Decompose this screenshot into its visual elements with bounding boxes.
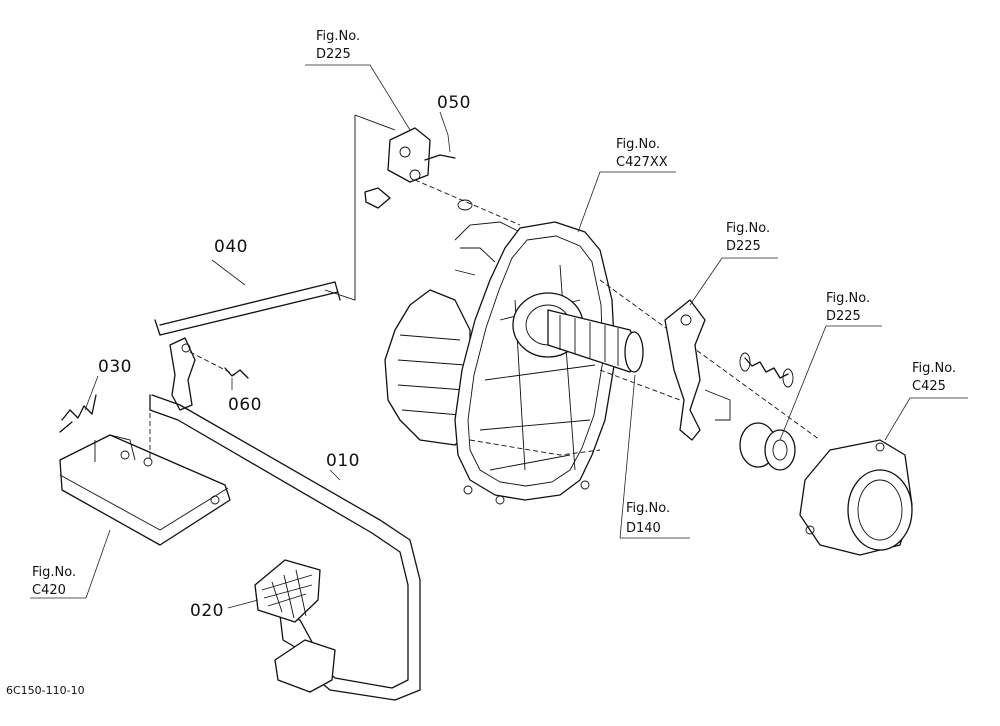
release-fork-drawing (664, 299, 731, 441)
callout-line1: Fig.No. (826, 291, 870, 306)
callout-fig-d225-top: Fig.No. D225 (316, 29, 360, 62)
callout-line2: D225 (726, 239, 761, 254)
part-number-050: 050 (437, 93, 471, 113)
callout-fig-c420: Fig.No. C420 (32, 565, 76, 598)
callout-line1: Fig.No. (912, 361, 956, 376)
callout-line1: Fig.No. (316, 29, 360, 44)
callout-fig-d225-mid: Fig.No. D225 (726, 221, 770, 254)
pedal-rod-drawing (149, 337, 421, 701)
callout-fig-d140: Fig.No. D140 (626, 501, 670, 536)
release-bearing-drawing (739, 422, 796, 471)
callout-line2: C420 (32, 583, 66, 598)
part-number-040: 040 (214, 237, 248, 257)
callout-line2: C425 (912, 379, 946, 394)
bracket-c420-drawing (59, 405, 231, 546)
callout-fig-d225-right: Fig.No. D225 (826, 291, 870, 324)
callout-line2: D140 (626, 521, 661, 536)
spring-030-drawing (59, 394, 97, 433)
callout-line1: Fig.No. (726, 221, 770, 236)
callout-line2: C427XX (616, 155, 668, 170)
callout-line1: Fig.No. (616, 137, 660, 152)
leader-lines (30, 64, 968, 609)
callout-line2: D225 (826, 309, 861, 324)
part-number-010: 010 (326, 451, 360, 471)
callout-line1: Fig.No. (32, 565, 76, 580)
clutch-housing-drawing (384, 221, 821, 505)
callout-fig-c425: Fig.No. C425 (912, 361, 956, 394)
bearing-housing-drawing (799, 439, 913, 556)
top-linkage-drawing (324, 114, 521, 301)
part-number-060: 060 (228, 395, 262, 415)
callout-line1: Fig.No. (626, 501, 670, 516)
spring-drawing (739, 352, 794, 388)
drawing-code: 6C150-110-10 (6, 684, 85, 697)
part-number-020: 020 (190, 601, 224, 621)
part-number-030: 030 (98, 357, 132, 377)
callout-line2: D225 (316, 47, 351, 62)
callout-fig-c427xx: Fig.No. C427XX (616, 137, 668, 170)
rod-040-drawing (154, 281, 341, 336)
